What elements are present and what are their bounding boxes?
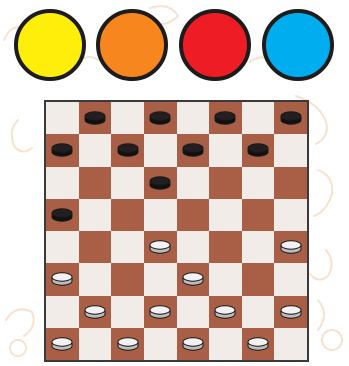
board-square-r2-c3[interactable] (144, 167, 177, 199)
color-swatch-red[interactable] (179, 9, 251, 81)
white-checker-piece[interactable] (182, 272, 204, 286)
board-square-r7-c6[interactable] (242, 328, 275, 360)
board-square-r3-c4[interactable] (177, 199, 210, 231)
color-swatch-yellow[interactable] (14, 9, 86, 81)
board-square-r1-c7[interactable] (274, 134, 307, 166)
black-checker-piece[interactable] (84, 111, 106, 125)
board-square-r2-c5[interactable] (209, 167, 242, 199)
board-square-r3-c6[interactable] (242, 199, 275, 231)
board-square-r2-c4[interactable] (177, 167, 210, 199)
board-square-r7-c1[interactable] (79, 328, 112, 360)
board-square-r4-c5[interactable] (209, 231, 242, 263)
board-square-r4-c0[interactable] (46, 231, 79, 263)
board-square-r4-c6[interactable] (242, 231, 275, 263)
white-checker-piece[interactable] (247, 337, 269, 351)
board-square-r5-c6[interactable] (242, 263, 275, 295)
white-checker-piece[interactable] (149, 240, 171, 254)
checkers-board (44, 100, 309, 362)
board-square-r6-c6[interactable] (242, 296, 275, 328)
board-square-r4-c7[interactable] (274, 231, 307, 263)
board-square-r3-c2[interactable] (111, 199, 144, 231)
board-square-r0-c7[interactable] (274, 102, 307, 134)
board-square-r4-c3[interactable] (144, 231, 177, 263)
board-square-r1-c4[interactable] (177, 134, 210, 166)
board-square-r5-c0[interactable] (46, 263, 79, 295)
black-checker-piece[interactable] (51, 208, 73, 222)
board-square-r2-c2[interactable] (111, 167, 144, 199)
board-square-r5-c1[interactable] (79, 263, 112, 295)
color-swatch-blue[interactable] (262, 9, 334, 81)
black-checker-piece[interactable] (247, 143, 269, 157)
black-checker-piece[interactable] (214, 111, 236, 125)
board-square-r7-c5[interactable] (209, 328, 242, 360)
board-square-r1-c3[interactable] (144, 134, 177, 166)
board-square-r1-c5[interactable] (209, 134, 242, 166)
board-square-r0-c2[interactable] (111, 102, 144, 134)
white-checker-piece[interactable] (280, 305, 302, 319)
board-square-r4-c2[interactable] (111, 231, 144, 263)
board-square-r6-c4[interactable] (177, 296, 210, 328)
board-square-r6-c5[interactable] (209, 296, 242, 328)
board-square-r5-c5[interactable] (209, 263, 242, 295)
white-checker-piece[interactable] (214, 305, 236, 319)
board-square-r0-c5[interactable] (209, 102, 242, 134)
white-checker-piece[interactable] (117, 337, 139, 351)
board-square-r3-c5[interactable] (209, 199, 242, 231)
white-checker-piece[interactable] (51, 337, 73, 351)
board-square-r0-c6[interactable] (242, 102, 275, 134)
board-square-r1-c0[interactable] (46, 134, 79, 166)
board-square-r7-c0[interactable] (46, 328, 79, 360)
board-square-r0-c1[interactable] (79, 102, 112, 134)
board-square-r2-c6[interactable] (242, 167, 275, 199)
board-square-r6-c0[interactable] (46, 296, 79, 328)
board-square-r0-c0[interactable] (46, 102, 79, 134)
black-checker-piece[interactable] (117, 143, 139, 157)
board-square-r7-c2[interactable] (111, 328, 144, 360)
black-checker-piece[interactable] (51, 143, 73, 157)
board-square-r6-c7[interactable] (274, 296, 307, 328)
board-square-r2-c0[interactable] (46, 167, 79, 199)
board-square-r3-c7[interactable] (274, 199, 307, 231)
board-square-r6-c2[interactable] (111, 296, 144, 328)
board-square-r0-c4[interactable] (177, 102, 210, 134)
board-square-r5-c2[interactable] (111, 263, 144, 295)
board-square-r7-c7[interactable] (274, 328, 307, 360)
board-square-r5-c3[interactable] (144, 263, 177, 295)
black-checker-piece[interactable] (149, 111, 171, 125)
board-square-r3-c3[interactable] (144, 199, 177, 231)
board-square-r2-c1[interactable] (79, 167, 112, 199)
board-square-r4-c1[interactable] (79, 231, 112, 263)
black-checker-piece[interactable] (149, 176, 171, 190)
board-square-r3-c1[interactable] (79, 199, 112, 231)
board-square-r5-c4[interactable] (177, 263, 210, 295)
board-square-r6-c1[interactable] (79, 296, 112, 328)
board-square-r1-c6[interactable] (242, 134, 275, 166)
white-checker-piece[interactable] (51, 272, 73, 286)
board-square-r7-c3[interactable] (144, 328, 177, 360)
board-square-r5-c7[interactable] (274, 263, 307, 295)
white-checker-piece[interactable] (182, 337, 204, 351)
white-checker-piece[interactable] (84, 305, 106, 319)
white-checker-piece[interactable] (280, 240, 302, 254)
board-square-r2-c7[interactable] (274, 167, 307, 199)
black-checker-piece[interactable] (280, 111, 302, 125)
white-checker-piece[interactable] (149, 305, 171, 319)
board-square-r1-c1[interactable] (79, 134, 112, 166)
board-square-r4-c4[interactable] (177, 231, 210, 263)
color-swatch-orange[interactable] (96, 9, 168, 81)
board-square-r1-c2[interactable] (111, 134, 144, 166)
board-square-r3-c0[interactable] (46, 199, 79, 231)
board-square-r0-c3[interactable] (144, 102, 177, 134)
color-palette (0, 0, 349, 90)
board-square-r6-c3[interactable] (144, 296, 177, 328)
black-checker-piece[interactable] (182, 143, 204, 157)
board-square-r7-c4[interactable] (177, 328, 210, 360)
